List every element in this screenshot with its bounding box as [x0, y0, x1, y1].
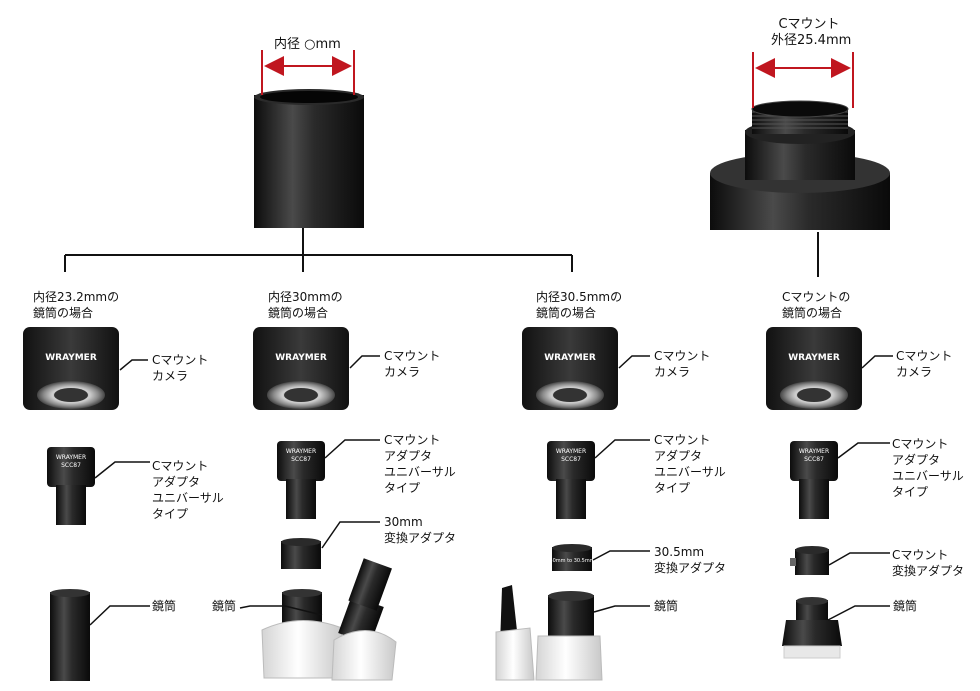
conv-label-cmount: Cマウント 変換アダプタ [892, 547, 964, 579]
column-header-1-line1: 内径23.2mmの [33, 290, 120, 304]
top-cmount-label-line2: 外径25.4mm [771, 33, 852, 48]
adapter-label-1-line3: ユニバーサル [152, 491, 224, 505]
callout-lines [89, 355, 893, 626]
camera-label-2-line1: Cマウント [384, 349, 441, 363]
column-header-2-line2: 鏡筒の場合 [268, 306, 329, 320]
adapter-label-3-line1: Cマウント [654, 433, 711, 447]
column-header-2-line1: 内径30mmの [268, 290, 343, 304]
conv-label-305mm: 30.5mm 変換アダプタ [654, 544, 726, 576]
column-header-3-line1: 内径30.5mmの [536, 290, 623, 304]
adapter-brand-1: WRAYMER [56, 454, 86, 461]
microscope-305 [495, 585, 603, 681]
conv-label-305mm-line2: 変換アダプタ [654, 561, 727, 575]
conv-ring-305mm [552, 544, 592, 571]
adapter-1 [47, 447, 95, 525]
top-cmount-tube [710, 100, 890, 230]
column-header-4-line2: 鏡筒の場合 [782, 306, 843, 320]
adapter-label-2-line3: ユニバーサル [384, 465, 456, 479]
camera-3 [522, 327, 618, 410]
tube-label-3: 鏡筒 [654, 599, 679, 613]
camera-label-1-line2: カメラ [152, 369, 189, 383]
top-tube-measure-label: 内径 ○mm [274, 37, 341, 52]
top-tube-measure [261, 50, 355, 95]
adapter-label-4-line4: タイプ [892, 485, 929, 499]
branch-connector [64, 228, 819, 277]
column-header-1: 内径23.2mmの 鏡筒の場合 [33, 289, 119, 321]
adapter-label-1: Cマウント アダプタ ユニバーサル タイプ [152, 458, 224, 522]
top-tube [254, 89, 364, 228]
adapter-label-4-line1: Cマウント [892, 437, 949, 451]
adapter-model-3: SCC87 [561, 456, 581, 463]
camera-label-1: Cマウント カメラ [152, 352, 208, 384]
adapter-model-2: SCC87 [291, 456, 311, 463]
adapter-3 [547, 441, 595, 519]
camera-label-4-line1: Cマウント [896, 349, 953, 363]
adapter-brand-3: WRAYMER [556, 448, 586, 455]
camera-brand-4: WRAYMER [788, 353, 840, 363]
adapter-label-3-line2: アダプタ [654, 449, 703, 463]
adapter-model-4: SCC87 [804, 456, 824, 463]
camera-label-3-line2: カメラ [654, 365, 691, 379]
adapter-label-1-line2: アダプタ [152, 475, 201, 489]
conv-label-30mm: 30mm 変換アダプタ [384, 514, 456, 546]
adapter-label-1-line4: タイプ [152, 507, 189, 521]
camera-label-4-line2: カメラ [896, 365, 933, 379]
adapter-brand-2: WRAYMER [286, 448, 316, 455]
adapter-label-3-line4: タイプ [654, 481, 691, 495]
column-header-3-line2: 鏡筒の場合 [536, 306, 597, 320]
camera-4 [766, 327, 862, 410]
adapter-label-1-line1: Cマウント [152, 459, 209, 473]
top-cmount-label-line1: Cマウント [778, 17, 840, 32]
column-header-4: Cマウントの 鏡筒の場合 [782, 289, 850, 321]
adapter-label-2-line2: アダプタ [384, 449, 433, 463]
adapter-label-2-line4: タイプ [384, 481, 421, 495]
camera-1 [23, 327, 119, 410]
adapter-2 [277, 441, 325, 519]
camera-label-4: Cマウント カメラ [896, 348, 952, 380]
conv-ring-cmount [790, 546, 829, 575]
tube-label-2: 鏡筒 [212, 599, 237, 613]
adapter-label-3: Cマウント アダプタ ユニバーサル タイプ [654, 432, 726, 496]
camera-label-1-line1: Cマウント [152, 353, 209, 367]
adapter-4 [790, 441, 838, 519]
adapter-label-4-line3: ユニバーサル [892, 469, 964, 483]
adapter-label-4-line2: アダプタ [892, 453, 941, 467]
cmount-tube-bottom [782, 597, 842, 659]
camera-brand-2: WRAYMER [275, 353, 327, 363]
camera-label-2-line2: カメラ [384, 365, 421, 379]
conv-label-305mm-line1: 30.5mm [654, 545, 705, 559]
top-cmount-label: Cマウント 外径25.4mm [771, 17, 852, 49]
camera-label-2: Cマウント カメラ [384, 348, 440, 380]
camera-label-3: Cマウント カメラ [654, 348, 710, 380]
camera-brand-3: WRAYMER [544, 353, 596, 363]
adapter-label-2-line1: Cマウント [384, 433, 441, 447]
tube-label-1: 鏡筒 [152, 599, 177, 613]
adapter-label-3-line3: ユニバーサル [654, 465, 726, 479]
ring-text: 30mm to 30.5mm [549, 558, 594, 564]
column-header-3: 内径30.5mmの 鏡筒の場合 [536, 289, 622, 321]
conv-label-30mm-line1: 30mm [384, 515, 423, 529]
stereo-microscope-30 [261, 558, 397, 681]
conv-label-30mm-line2: 変換アダプタ [384, 531, 457, 545]
camera-brand-1: WRAYMER [45, 353, 97, 363]
camera-2 [253, 327, 349, 410]
top-cmount-measure [752, 52, 854, 108]
conv-ring-30mm [281, 538, 321, 569]
column-header-4-line1: Cマウントの [782, 290, 851, 304]
tube-label-4: 鏡筒 [893, 599, 918, 613]
conv-label-cmount-line1: Cマウント [892, 548, 949, 562]
adapter-model-1: SCC87 [61, 462, 81, 469]
camera-label-3-line1: Cマウント [654, 349, 711, 363]
adapter-brand-4: WRAYMER [799, 448, 829, 455]
conv-label-cmount-line2: 変換アダプタ [892, 564, 965, 578]
column-header-1-line2: 鏡筒の場合 [33, 306, 94, 320]
adapter-label-4: Cマウント アダプタ ユニバーサル タイプ [892, 436, 964, 500]
tube-col1 [50, 589, 90, 681]
adapter-label-2: Cマウント アダプタ ユニバーサル タイプ [384, 432, 456, 496]
column-header-2: 内径30mmの 鏡筒の場合 [268, 289, 343, 321]
